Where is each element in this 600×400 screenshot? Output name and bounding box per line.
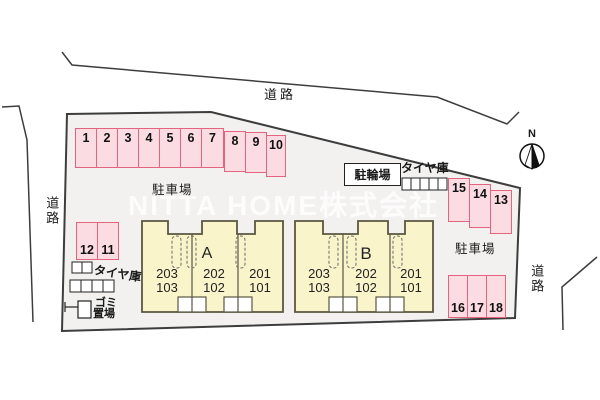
stall-number: 8 (231, 134, 239, 148)
bicycle-parking-label: 駐輪場 (344, 163, 401, 186)
parking-stall-4: 4 (138, 128, 160, 168)
compass-icon (519, 143, 545, 170)
parking-stall-2: 2 (96, 128, 118, 168)
building-a-unit-3: 201 101 (240, 267, 280, 294)
trash-area-label-line2: 置場 (93, 308, 115, 320)
building-a-outline (141, 220, 284, 313)
stall-number: 1 (82, 131, 90, 145)
stall-number: 10 (269, 138, 283, 152)
parking-stall-11: 11 (97, 222, 119, 260)
tire-storage-right-cells (401, 177, 448, 191)
road-left-label: 道路 (44, 196, 60, 226)
compass-north-label: N (528, 128, 536, 140)
building-a-name: A (201, 245, 213, 262)
unit-number-lower: 101 (400, 279, 422, 295)
stall-number: 12 (80, 242, 94, 257)
parking-stall-8: 8 (224, 131, 246, 172)
stall-number: 7 (209, 131, 216, 145)
unit-number-lower: 101 (249, 279, 271, 295)
stall-number: 6 (187, 131, 195, 145)
tire-storage-right-label: タイヤ庫 (401, 161, 449, 175)
road-edge-top (61, 51, 520, 125)
unit-number-upper: 201 (249, 266, 271, 281)
parking-stall-3: 3 (117, 128, 139, 168)
stall-number: 9 (252, 135, 260, 149)
stall-number: 15 (452, 181, 466, 195)
parking-stall-14: 14 (469, 184, 491, 228)
unit-number-upper: 201 (400, 266, 422, 281)
building-b-outline (294, 220, 434, 313)
building-a-unit-1: 203 103 (147, 267, 187, 294)
unit-number-lower: 103 (308, 279, 330, 295)
road-right-label: 道路 (529, 264, 545, 294)
parking-stall-16: 16 (448, 275, 468, 318)
parking-stall-18: 18 (486, 275, 506, 318)
parking-top-label: 駐車場 (152, 183, 193, 197)
stall-number: 3 (124, 131, 132, 145)
stall-number: 2 (103, 131, 111, 145)
parking-stall-17: 17 (467, 275, 487, 318)
unit-number-lower: 103 (156, 279, 178, 295)
parking-stall-12: 12 (76, 222, 98, 260)
parking-stall-5: 5 (159, 128, 181, 168)
unit-number-upper: 203 (156, 266, 178, 281)
building-a-unit-2: 202 102 (194, 267, 234, 294)
stall-number: 5 (166, 131, 174, 145)
road-top-label: 道路 (264, 87, 297, 102)
parking-stall-10: 10 (266, 135, 286, 177)
unit-number-upper: 202 (203, 266, 225, 281)
stall-number: 4 (145, 131, 153, 145)
building-b-unit-3: 201 101 (391, 267, 431, 294)
parking-stall-7: 7 (201, 128, 224, 168)
building-b-unit-1: 203 103 (299, 267, 339, 294)
parking-stall-15: 15 (448, 178, 470, 222)
stall-number: 17 (470, 300, 484, 315)
stair-symbols (171, 235, 403, 269)
road-edge-right (561, 256, 598, 331)
unit-number-upper: 202 (355, 266, 377, 281)
building-b-unit-2: 202 102 (346, 267, 386, 294)
parking-right-label: 駐車場 (455, 242, 496, 256)
trash-area-icon (64, 300, 92, 319)
stall-number: 18 (489, 300, 503, 315)
trash-area-label-line1: ゴミ (95, 297, 117, 309)
parking-stall-1: 1 (75, 128, 97, 168)
road-edge-left (1, 105, 34, 323)
building-b-name: B (360, 244, 372, 263)
stall-number: 16 (451, 300, 465, 315)
stall-number: 14 (473, 187, 487, 201)
unit-number-lower: 102 (203, 279, 225, 295)
tire-storage-left-cells (69, 261, 115, 293)
stall-number: 13 (494, 193, 508, 207)
unit-number-lower: 102 (355, 279, 377, 295)
stall-number: 11 (101, 242, 115, 257)
unit-number-upper: 203 (308, 266, 330, 281)
parking-stall-9: 9 (245, 132, 267, 173)
parking-stall-13: 13 (490, 190, 512, 234)
parking-stall-6: 6 (180, 128, 202, 168)
